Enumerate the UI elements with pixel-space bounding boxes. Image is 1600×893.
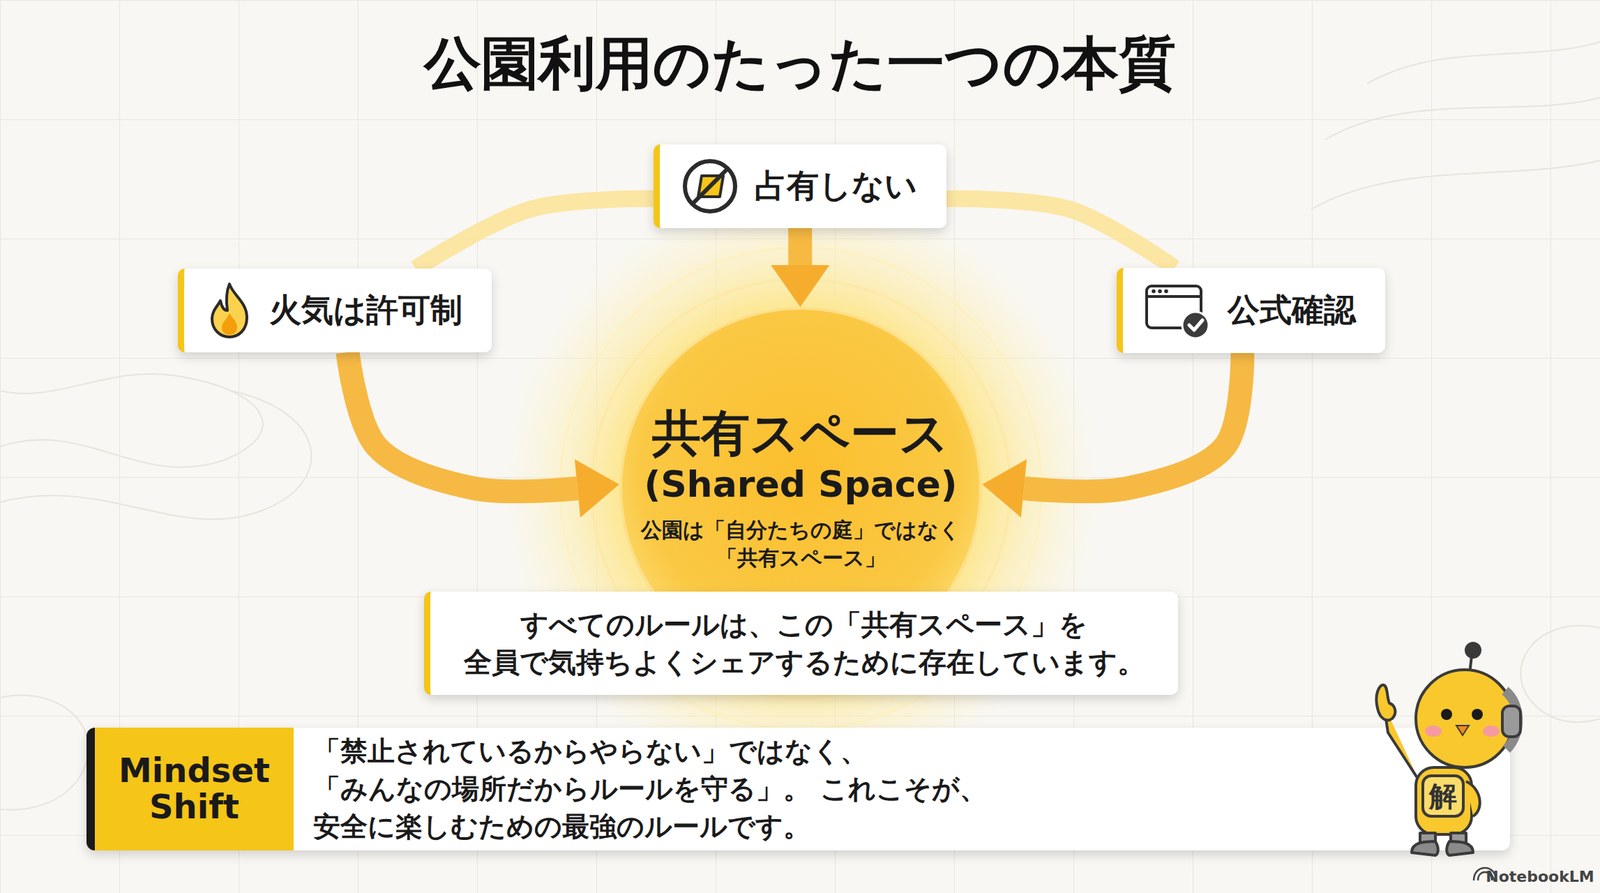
graphic-part	[1146, 295, 1202, 298]
rule-box: 公式確認	[1116, 267, 1386, 353]
box-label: 占有しない	[754, 166, 918, 206]
graphic-part	[212, 283, 247, 337]
graphic-part	[1450, 832, 1467, 844]
mindset-band: Mindset Shift 「禁止されているからやらない」ではなく、「みんなの場所…	[86, 727, 1511, 851]
connector-arc	[946, 198, 1175, 268]
box-label: 火気は許可制	[269, 290, 463, 330]
summary-text: すべてのルールは、この「共有スペース」を 全員で気持ちよくシェアするために存在し…	[463, 605, 1145, 681]
graphic-part	[1420, 832, 1436, 844]
graphic-part	[1424, 725, 1442, 737]
watermark: NotebookLM	[1485, 867, 1594, 886]
glow	[500, 188, 1101, 789]
graphic-part	[1471, 708, 1483, 720]
rule-icon	[205, 281, 254, 340]
graphic-part	[1468, 655, 1472, 681]
graphic-part	[0, 695, 89, 810]
graphic-part	[1505, 690, 1518, 750]
graphic-part	[1466, 643, 1481, 658]
graphic-part	[1325, 97, 1600, 140]
graphic-part	[1415, 669, 1514, 768]
graphic-part	[1164, 289, 1169, 294]
connector-arrow	[1023, 352, 1243, 492]
graphic-part	[1411, 841, 1439, 856]
box-label: 公式確認	[1227, 290, 1356, 330]
graphic-part	[0, 390, 312, 519]
connector-arc	[415, 198, 654, 269]
graphic-part	[1502, 705, 1521, 737]
summary-box: すべてのルールは、この「共有スペース」を 全員で気持ちよくシェアするために存在し…	[424, 591, 1179, 695]
connector-arrow	[788, 228, 812, 266]
graphic-part	[1182, 311, 1209, 339]
rule-icon	[1143, 280, 1213, 341]
graphic-part	[1157, 289, 1162, 294]
mindset-body: 「禁止されているからやらない」ではなく、「みんなの場所だからルールを守る」。 こ…	[293, 727, 1363, 851]
badge-character: 解	[1429, 776, 1458, 816]
graphic-part	[1376, 684, 1395, 720]
graphic-part	[1466, 781, 1481, 817]
mindset-heading: Mindset Shift	[107, 752, 282, 826]
graphic-part	[1520, 625, 1600, 722]
circle-text: (Shared Space)	[643, 462, 957, 506]
graphic-part	[1151, 289, 1156, 294]
rule-box: 占有しない	[653, 144, 947, 229]
rule-icon	[680, 156, 740, 216]
graphic-part	[1189, 320, 1203, 330]
contour-lines	[0, 41, 1600, 810]
graphic-part	[221, 313, 238, 335]
graphic-part	[1143, 280, 1213, 341]
connector-arrow	[347, 352, 578, 492]
graphic-part	[1446, 841, 1474, 856]
graphic-part	[1440, 708, 1453, 720]
graphic-part	[1482, 725, 1500, 737]
circle-text: 公園は「自分たちの庭」ではなく 「共有スペース」	[637, 516, 964, 573]
graphic-part	[1376, 643, 1521, 856]
rule-box: 火気は許可制	[177, 268, 492, 353]
graphic-part	[692, 168, 728, 204]
circle-text: 共有スペース	[652, 403, 950, 463]
graphic-part	[1415, 767, 1472, 835]
graphic-part	[205, 281, 254, 340]
graphic-part	[0, 373, 263, 468]
mindset-tag: Mindset Shift	[94, 727, 294, 851]
graphic-part	[1456, 725, 1469, 736]
graphic-part	[684, 161, 736, 212]
title: 公園利用のたった一つの本質	[0, 32, 1600, 95]
mindset-text: 「禁止されているからやらない」ではなく、「みんなの場所だからルールを守る」。 こ…	[313, 732, 1363, 845]
graphic-part	[1367, 41, 1600, 84]
graphic-part	[680, 156, 740, 216]
graphic-part	[1422, 775, 1464, 817]
graphic-part	[1383, 704, 1419, 780]
graphic-part	[1311, 160, 1600, 210]
